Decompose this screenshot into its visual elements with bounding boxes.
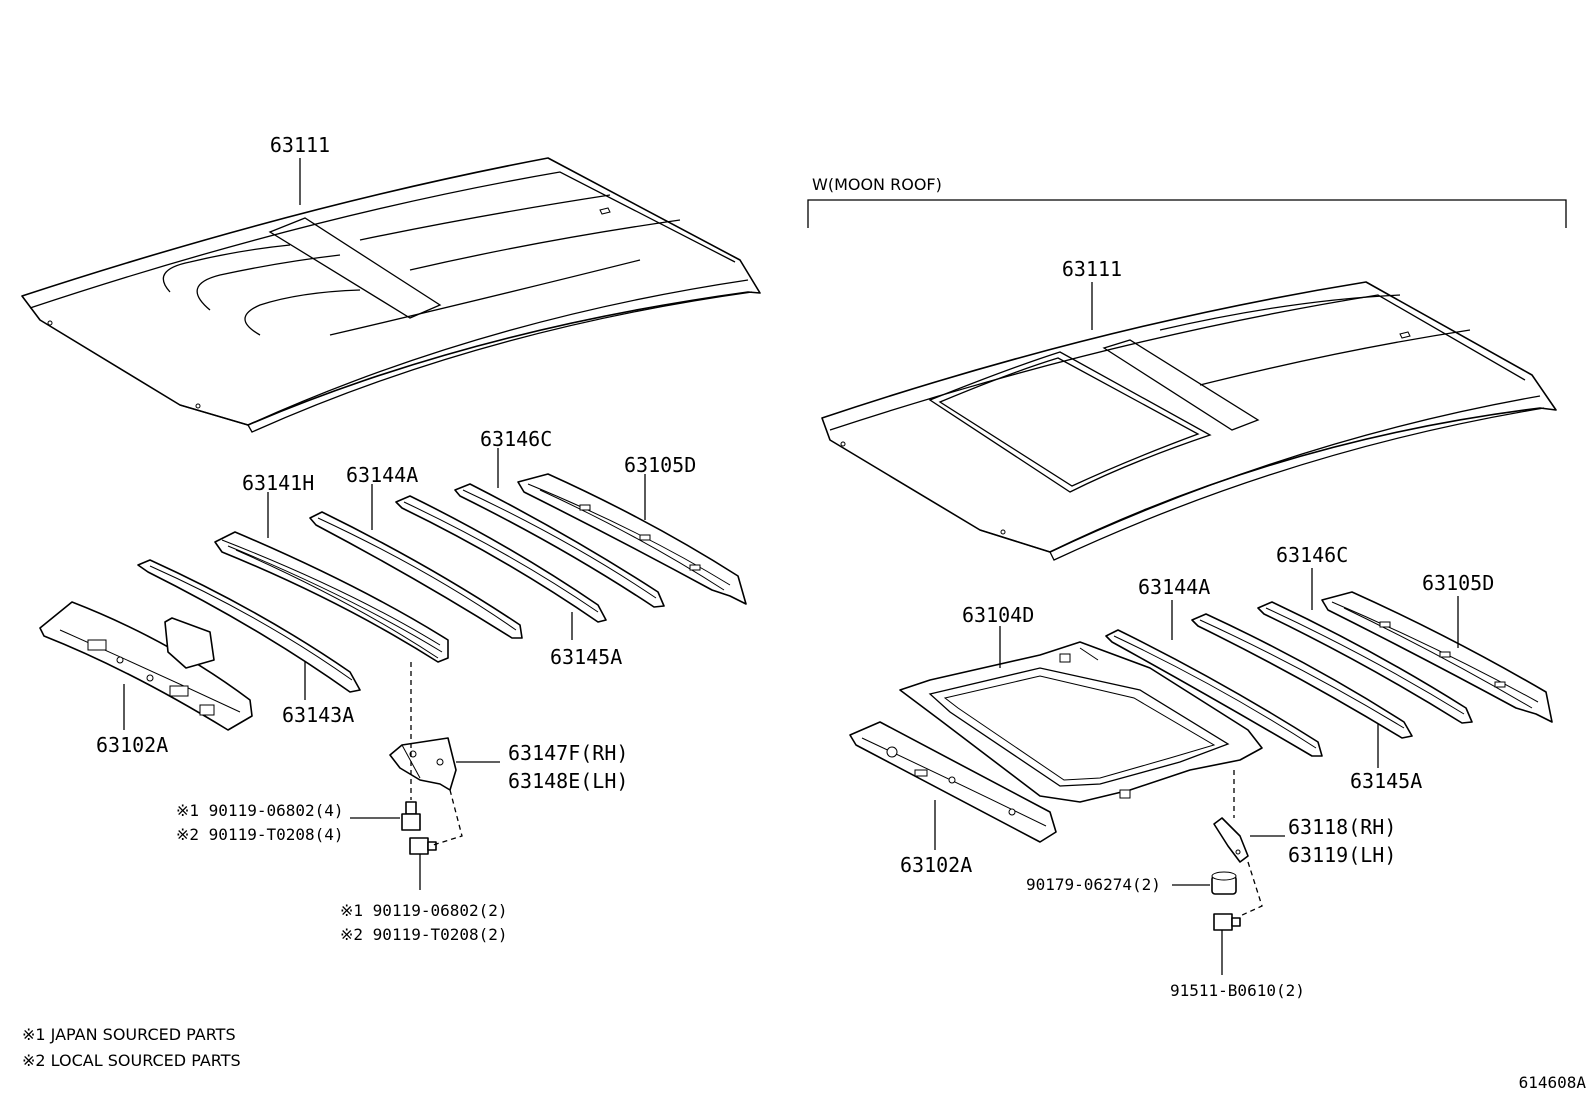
label-right-63144A: 63144A <box>1138 575 1210 599</box>
label-right-63111: 63111 <box>1062 257 1122 281</box>
right-section-bracket <box>807 199 1567 228</box>
label-left-63143A: 63143A <box>282 703 354 727</box>
label-left-bolt-b2: ※2 90119-T0208(2) <box>340 925 508 944</box>
label-left-63144A: 63144A <box>346 463 418 487</box>
left-bolt-upper <box>401 801 421 831</box>
label-left-63146C: 63146C <box>480 427 552 451</box>
right-nut <box>1211 871 1237 895</box>
label-right-nut: 90179-06274(2) <box>1026 875 1161 894</box>
left-roof-bow-63141H <box>214 531 449 663</box>
label-right-63105D: 63105D <box>1422 571 1494 595</box>
right-bolt <box>1213 913 1241 931</box>
label-right-63102A: 63102A <box>900 853 972 877</box>
label-right-63119: 63119(LH) <box>1288 843 1396 867</box>
label-left-63105D: 63105D <box>624 453 696 477</box>
right-rear-header-63105D <box>1321 591 1553 723</box>
label-right-bolt: 91511-B0610(2) <box>1170 981 1305 1000</box>
right-roof-bow-63146C <box>1257 601 1473 724</box>
right-front-header-63102A <box>849 721 1057 843</box>
label-left-63141H: 63141H <box>242 471 314 495</box>
left-rear-header-63105D <box>517 473 747 605</box>
left-leader-lines <box>123 158 646 890</box>
right-leader-lines <box>934 282 1459 975</box>
note-japan-sourced: ※1 JAPAN SOURCED PARTS <box>22 1025 236 1044</box>
left-roof-bow-63146C <box>454 483 665 608</box>
label-right-63146C: 63146C <box>1276 543 1348 567</box>
right-roof-panel <box>821 281 1557 561</box>
right-bracket-63118 <box>1213 817 1249 863</box>
label-right-63104D: 63104D <box>962 603 1034 627</box>
label-left-63111: 63111 <box>270 133 330 157</box>
diagram-id: 614608A <box>1519 1073 1587 1092</box>
label-left-63102A: 63102A <box>96 733 168 757</box>
label-left-bolt-a1: ※1 90119-06802(4) <box>176 801 344 820</box>
left-bracket-63147F <box>389 737 457 791</box>
label-left-63147F: 63147F(RH) <box>508 741 628 765</box>
left-bolt-lower <box>409 837 437 855</box>
note-local-sourced: ※2 LOCAL SOURCED PARTS <box>22 1051 241 1070</box>
left-roof-bow-63145A <box>395 495 607 623</box>
label-right-63145A: 63145A <box>1350 769 1422 793</box>
left-front-header-63102A <box>39 601 253 731</box>
label-left-bolt-a2: ※2 90119-T0208(4) <box>176 825 344 844</box>
right-roof-bow-63144A <box>1105 629 1323 757</box>
label-moon-roof-section: W(MOON ROOF) <box>812 175 942 194</box>
label-left-63145A: 63145A <box>550 645 622 669</box>
right-sunroof-housing-63104D <box>899 641 1263 803</box>
left-roof-panel <box>21 157 761 433</box>
label-left-bolt-b1: ※1 90119-06802(2) <box>340 901 508 920</box>
left-roof-bow-63143A <box>137 559 361 693</box>
left-roof-bow-63144A <box>309 511 523 639</box>
label-left-63148E: 63148E(LH) <box>508 769 628 793</box>
right-roof-bow-63145A <box>1191 613 1413 739</box>
label-right-63118: 63118(RH) <box>1288 815 1396 839</box>
